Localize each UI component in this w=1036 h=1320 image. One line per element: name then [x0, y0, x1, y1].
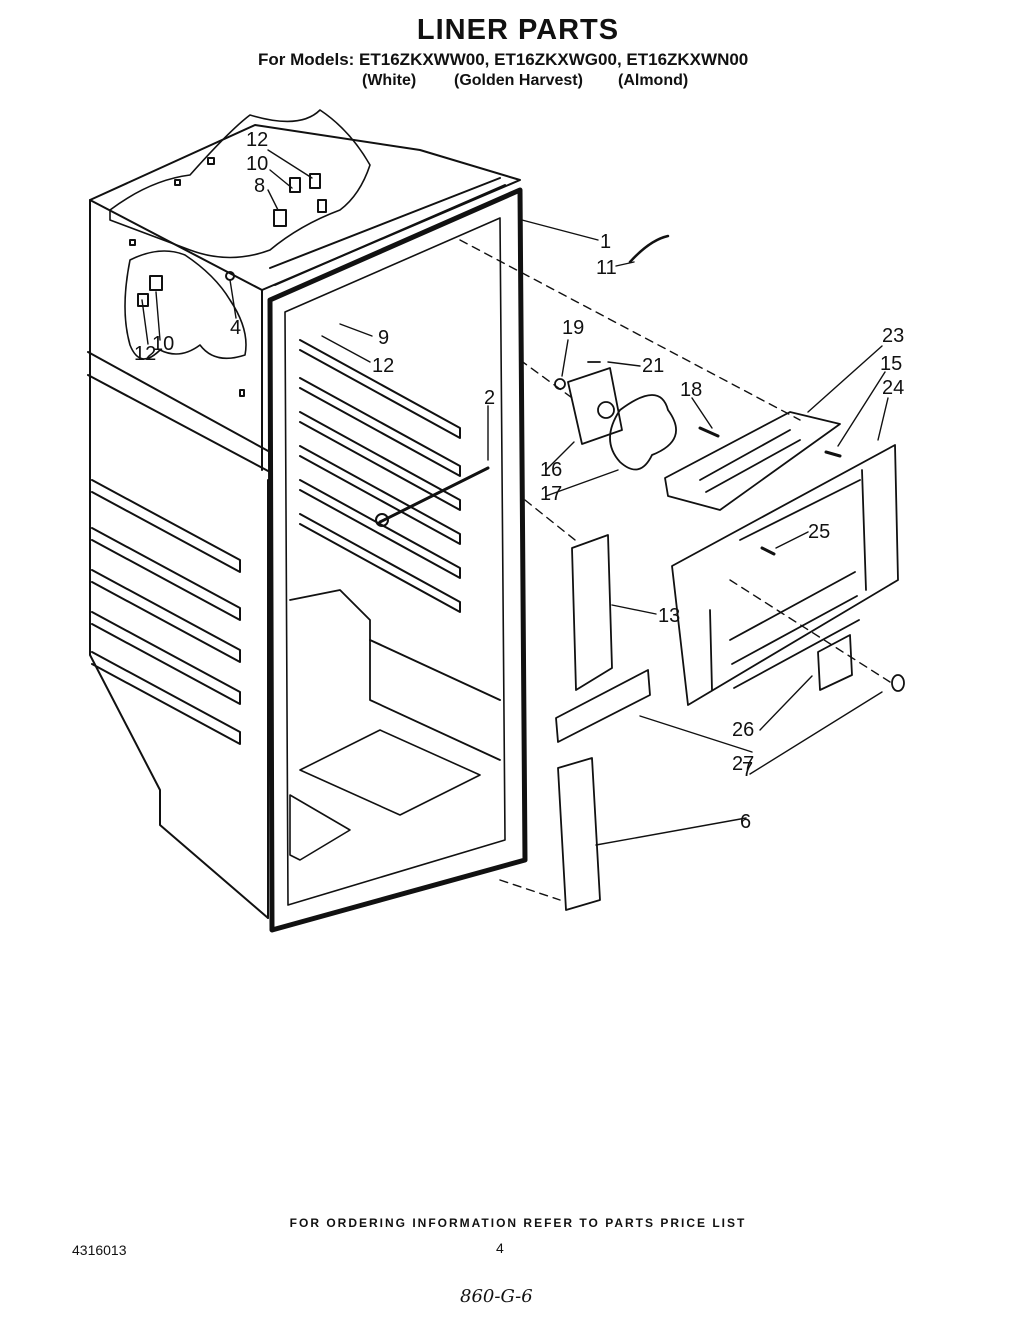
- page-title: LINER PARTS: [416, 14, 620, 46]
- callout-25: 25: [808, 521, 830, 543]
- fan-assembly-drawing: [554, 234, 905, 911]
- callout-13: 13: [658, 605, 680, 627]
- callout-26: 26: [732, 719, 754, 741]
- callout-11: 11: [596, 257, 617, 279]
- callout-12-inner: 12: [372, 355, 394, 377]
- leader-lines: [141, 149, 891, 901]
- callout-9: 9: [378, 327, 389, 349]
- callout-27: 27: [732, 753, 754, 775]
- callout-23: 23: [882, 325, 904, 347]
- handwritten-note: 860-G-6: [460, 1286, 533, 1307]
- models-line: For Models: ET16ZKXWW00, ET16ZKXWG00, ET…: [258, 50, 749, 69]
- callout-4: 4: [230, 317, 241, 339]
- callout-19: 19: [562, 317, 584, 339]
- callout-8: 8: [254, 175, 265, 197]
- callout-21: 21: [642, 355, 664, 377]
- document-number: 4316013: [72, 1242, 127, 1258]
- ordering-note: FOR ORDERING INFORMATION REFER TO PARTS …: [289, 1216, 747, 1230]
- callouts: 12 10 8 4 12 10 9 12 2 1 11 19 21 18 16 …: [134, 129, 904, 833]
- page-number: 4: [496, 1240, 504, 1256]
- callout-17: 17: [540, 483, 562, 505]
- callout-16: 16: [540, 459, 562, 481]
- callout-6: 6: [740, 811, 751, 833]
- color-white: (White): [362, 72, 417, 89]
- callout-1: 1: [600, 231, 611, 253]
- callout-12: 12: [246, 129, 268, 151]
- callout-10-left: 10: [152, 333, 174, 355]
- callout-12-left: 12: [134, 343, 156, 365]
- color-golden-harvest: (Golden Harvest): [454, 72, 583, 89]
- callout-7: 7: [742, 759, 753, 781]
- callout-18: 18: [680, 379, 702, 401]
- cabinet-drawing: [87, 109, 528, 933]
- callout-10: 10: [246, 153, 268, 175]
- callout-24: 24: [882, 377, 904, 399]
- color-almond: (Almond): [618, 72, 689, 89]
- callout-2: 2: [484, 387, 495, 409]
- callout-15: 15: [880, 353, 902, 375]
